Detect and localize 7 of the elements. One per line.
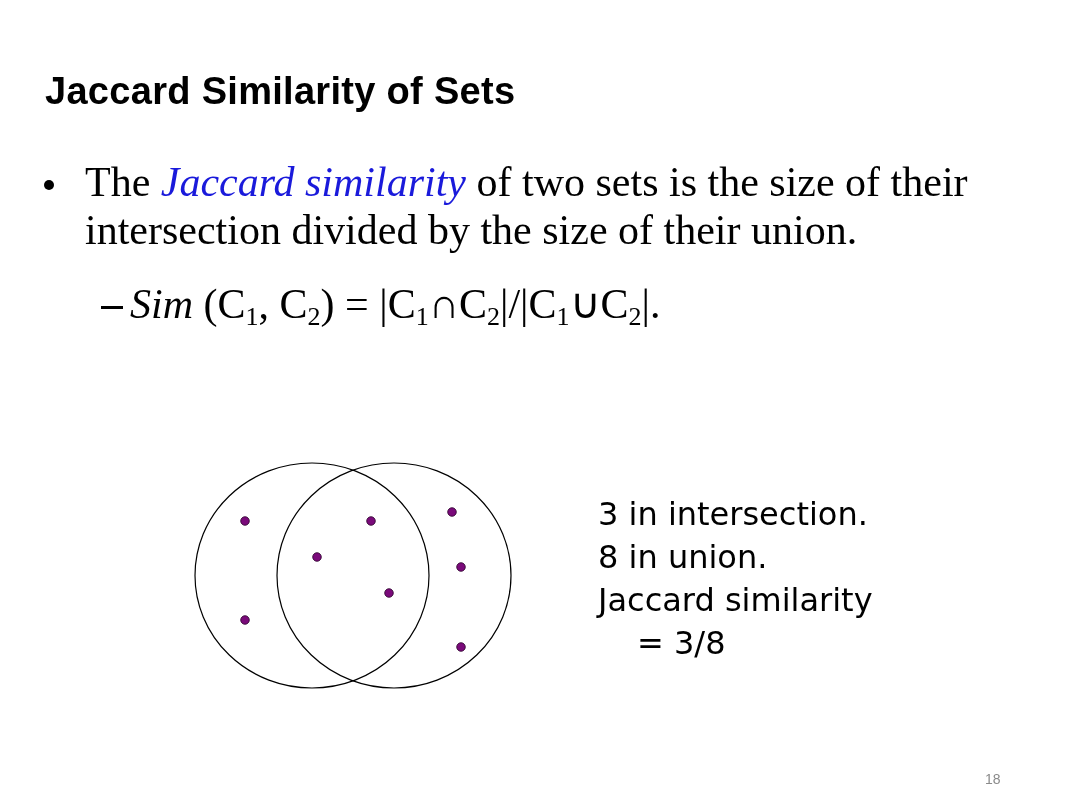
bullet-text: The Jaccard similarity of two sets is the size of their intersection divided by the size of their union. (85, 158, 969, 254)
page-number: 18 (985, 771, 1001, 787)
formula-text: Sim (C$_{1}$, C$_{2}$) = |C$_{1}$∩C$_{2}$|/|C$_{1}$∪C$_{2}$|. (130, 280, 661, 328)
note-text: 3 in intersection. (598, 494, 868, 535)
note-text: 8 in union. (598, 537, 768, 578)
note-text: Jaccard similarity = 3/8 (598, 580, 874, 664)
slide-title: Jaccard Similarity of Sets (45, 70, 516, 113)
